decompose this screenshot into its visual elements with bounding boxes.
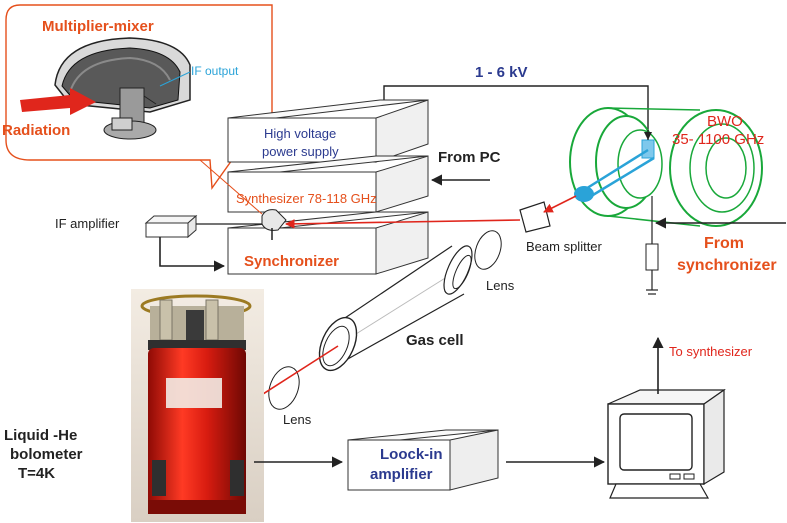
lens-left	[263, 363, 304, 414]
hv-supply-label-2: power supply	[262, 144, 339, 159]
from-synchronizer-label-1: From	[704, 235, 744, 252]
synchronizer-label: Synchronizer	[244, 253, 339, 270]
from-synchronizer-label-2: synchronizer	[677, 257, 777, 274]
lens-right	[470, 227, 506, 273]
beam-splitter-label: Beam splitter	[526, 239, 603, 254]
if-amplifier-label: IF amplifier	[55, 216, 120, 231]
equipment-stack: High voltage power supply Synthesizer 78…	[228, 100, 428, 274]
beam-splitter	[520, 202, 550, 232]
if-amplifier-box	[146, 216, 196, 237]
lens-left-label: Lens	[283, 412, 312, 427]
if-to-synchronizer-arrow	[160, 237, 224, 266]
hv-supply-label-1: High voltage	[264, 126, 336, 141]
lens-right-label: Lens	[486, 278, 515, 293]
bolometer-label-1: Liquid -He	[4, 427, 77, 444]
radiation-label: Radiation	[2, 122, 70, 139]
bolometer-photo	[131, 289, 264, 522]
synthesizer-label: Synthesizer 78-118 GHz	[236, 191, 377, 206]
bolometer-label-2: bolometer	[10, 446, 83, 463]
bwo-beam	[544, 196, 576, 212]
voltage-label: 1 - 6 kV	[475, 64, 528, 81]
resistor	[646, 244, 658, 270]
to-synthesizer-label: To synthesizer	[669, 344, 753, 359]
bwo-label-2: 35- 1100 GHz	[672, 131, 764, 148]
if-output-label: IF output	[191, 64, 239, 78]
bolometer-label-3: T=4K	[18, 465, 55, 482]
lockin-label-2: amplifier	[370, 466, 433, 483]
computer-monitor	[608, 390, 724, 498]
lockin-label-1: Loock-in	[380, 446, 443, 463]
gas-cell-label: Gas cell	[406, 332, 464, 349]
multiplier-mixer-label: Multiplier-mixer	[42, 18, 154, 35]
from-pc-label: From PC	[438, 149, 501, 166]
bwo-label-1: BWO	[707, 113, 743, 130]
